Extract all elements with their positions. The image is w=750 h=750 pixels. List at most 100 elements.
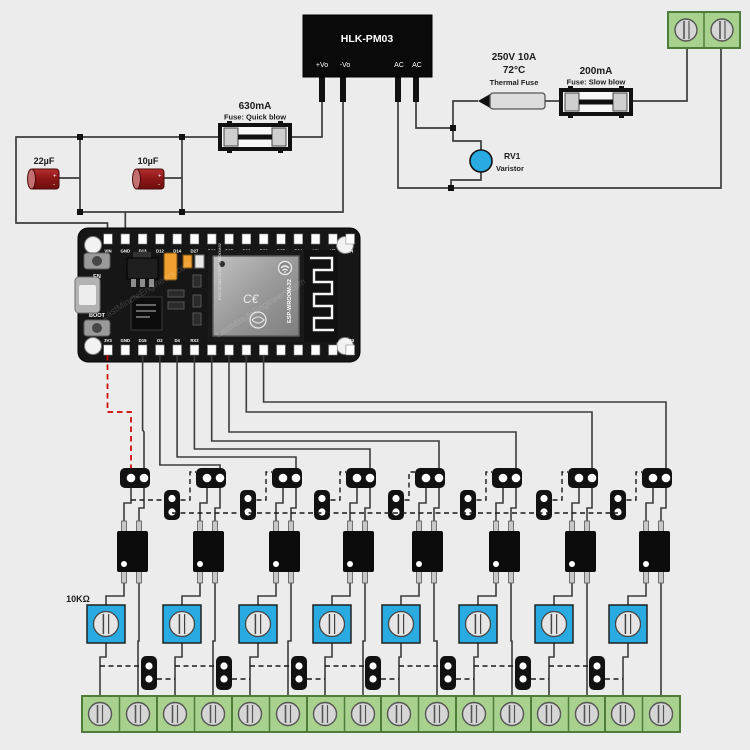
hlk-pin-ac2: AC — [412, 62, 422, 69]
jumper-header-lower — [440, 656, 456, 690]
wire-header-to-opto — [645, 488, 654, 532]
wire-opto-to-pot — [627, 582, 647, 605]
wire-pot-to-terminal — [622, 642, 629, 696]
wire-opto-to-pot — [553, 582, 573, 605]
capacitor-smd-2 — [182, 254, 193, 269]
esp32-bottom-pin — [276, 344, 286, 356]
fcc-text: FCC ID:2AC7Z-ESPWROOM32 — [217, 242, 222, 300]
esp32-bottom-pin — [120, 344, 130, 356]
opto-pin — [362, 570, 368, 584]
opto-pin1-dot — [197, 561, 203, 567]
esp32-top-pin-label: D14 — [173, 249, 181, 254]
jumper-pin — [318, 508, 326, 516]
terminal-screw — [648, 701, 674, 727]
header-pin — [126, 473, 136, 483]
opto-pin1-dot — [347, 561, 353, 567]
wire-opto-to-pot — [400, 582, 420, 605]
jumper-pin — [444, 675, 452, 683]
wire-header-to-opto — [275, 488, 284, 532]
opto-pin — [212, 570, 218, 584]
thermal-fuse-type: Thermal Fuse — [490, 78, 539, 87]
wire-opto-to-terminal — [510, 582, 513, 696]
opto-pin — [508, 570, 514, 584]
dash-chain-link — [396, 471, 415, 501]
header-pin — [202, 473, 212, 483]
header-pin — [291, 473, 301, 483]
esp32-top-pin — [138, 233, 148, 245]
svg-text:FCC ID:2AC7Z-ESPWROOM32: FCC ID:2AC7Z-ESPWROOM32 — [217, 242, 222, 300]
jumper-pin — [244, 508, 252, 516]
jumper-pin — [540, 508, 548, 516]
dash-chain-link — [172, 471, 196, 501]
thermal-fuse-temp: 72°C — [503, 65, 525, 76]
esp32-top-pin — [189, 233, 200, 245]
boot-button-label: BOOT — [89, 313, 106, 319]
header-pin — [574, 473, 584, 483]
jumper-pin — [369, 662, 377, 670]
esp32-bottom-pin — [103, 344, 113, 356]
dash-chain-link — [618, 471, 642, 501]
jumper-pin — [519, 675, 527, 683]
wire-gpio-ch5 — [210, 355, 440, 468]
opto-pin1-dot — [121, 561, 127, 567]
esp32-top-pin — [207, 233, 217, 245]
jumper-pin — [614, 494, 622, 503]
jumper-pin — [318, 494, 326, 503]
header-pin — [139, 473, 149, 483]
jumper-pin — [519, 662, 527, 670]
esp32-bottom-pin-label: D15 — [139, 338, 147, 343]
wifi-logo — [277, 260, 293, 276]
jumper-pin — [295, 662, 303, 670]
cap2-value: 10µF — [138, 156, 159, 166]
jumper-pin — [593, 662, 601, 670]
junction-dots — [77, 125, 456, 215]
esp32-top-pin — [224, 233, 234, 245]
header-pin — [587, 473, 597, 483]
wire-gpio-ch6 — [228, 355, 517, 468]
jumper-pin — [392, 494, 400, 503]
wire-header-to-opto — [571, 488, 580, 532]
hlk-pin-vo-minus: -Vo — [340, 62, 351, 69]
opto-pin — [431, 570, 437, 584]
wire-gpio-ch3 — [176, 355, 297, 468]
wire-varistor-top — [452, 128, 482, 151]
wire-pot-to-terminal — [174, 642, 183, 696]
wire-3v3-red — [106, 355, 132, 468]
antenna-trace — [310, 256, 334, 332]
terminal-screw — [610, 701, 636, 727]
esp32-board: VIN3V3GNDGNDD13D15D12D2D14D4D27RX2D26TX2… — [74, 227, 361, 363]
opto-pin — [569, 570, 575, 584]
jumper-header-lower — [515, 656, 531, 690]
header-pin — [421, 473, 431, 483]
wire-gnd-bus — [80, 77, 344, 213]
esp32-top-pin — [345, 233, 355, 245]
esp32-bottom-pin — [241, 344, 252, 356]
pot-screw — [168, 610, 196, 638]
opto-pin1-dot — [643, 561, 649, 567]
antenna-zone — [304, 250, 338, 342]
en-button: EN — [83, 252, 111, 280]
terminal-screw — [237, 701, 263, 727]
esp32-top-pin-label: GND — [121, 249, 131, 254]
esp32-bottom-pin — [172, 344, 182, 356]
slow-fuse-rating: 200mA — [580, 66, 613, 77]
esp32-bottom-pin — [207, 344, 217, 356]
voltage-regulator — [126, 252, 159, 287]
opto-pin — [493, 570, 499, 584]
header-pin — [661, 473, 671, 483]
wire-header-to-opto — [433, 488, 440, 532]
opto-pin — [197, 570, 203, 584]
cap1-value: 22µF — [34, 156, 55, 166]
wire-gpio-ch7 — [245, 355, 593, 468]
jumper-pin — [168, 494, 176, 503]
terminal-screw — [499, 701, 525, 727]
varistor: RV1 Varistor — [469, 149, 524, 173]
header-pin — [352, 473, 362, 483]
wire-header-to-opto — [123, 488, 132, 532]
wire-opto-to-terminal — [362, 582, 366, 696]
varistor-ref: RV1 — [504, 151, 521, 161]
terminal-screw — [386, 701, 412, 727]
esp32-bottom-pin — [155, 344, 165, 356]
wire-header-to-opto — [214, 488, 221, 532]
